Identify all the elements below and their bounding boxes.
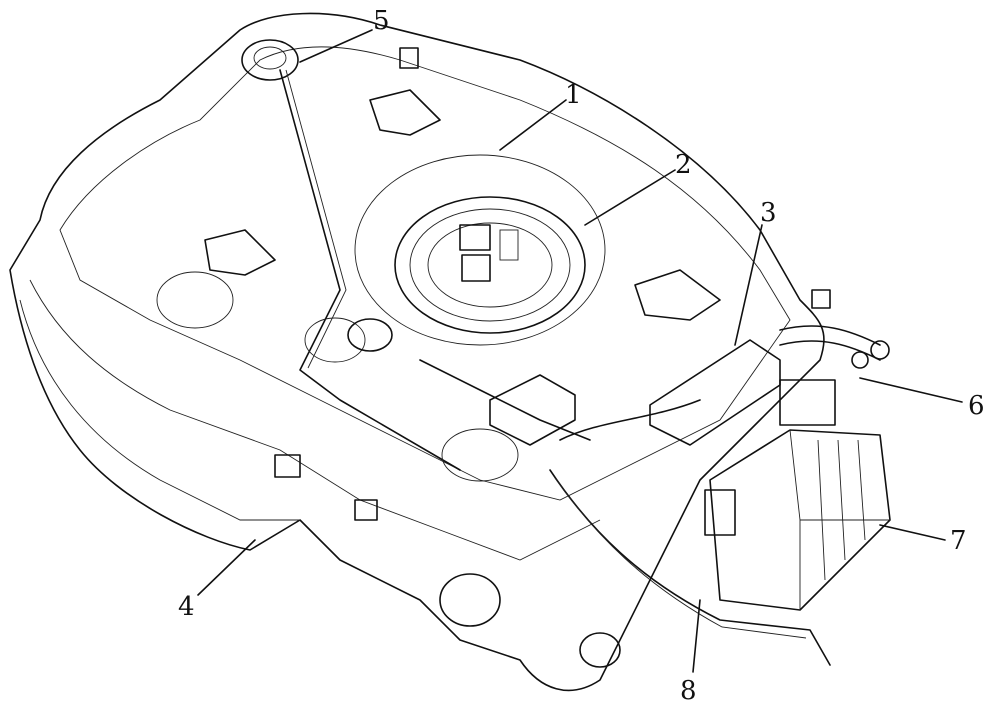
label-7: 7: [950, 526, 967, 556]
tank-top-contour: [59, 46, 791, 501]
valve-module: [649, 339, 781, 446]
label-4: 4: [178, 592, 195, 622]
tank-outline: [9, 12, 825, 692]
label-2: 2: [675, 150, 692, 180]
label-6: 6: [968, 391, 985, 421]
fuel-pump-flange: [394, 196, 586, 334]
label-8: 8: [680, 676, 697, 706]
leader-lines: [197, 29, 963, 673]
filler-cap: [241, 39, 299, 81]
label-1: 1: [565, 80, 582, 110]
outlet-pipe: [779, 325, 881, 361]
label-3: 3: [760, 198, 777, 228]
vent-pipe: [279, 69, 461, 471]
label-5: 5: [373, 6, 390, 36]
